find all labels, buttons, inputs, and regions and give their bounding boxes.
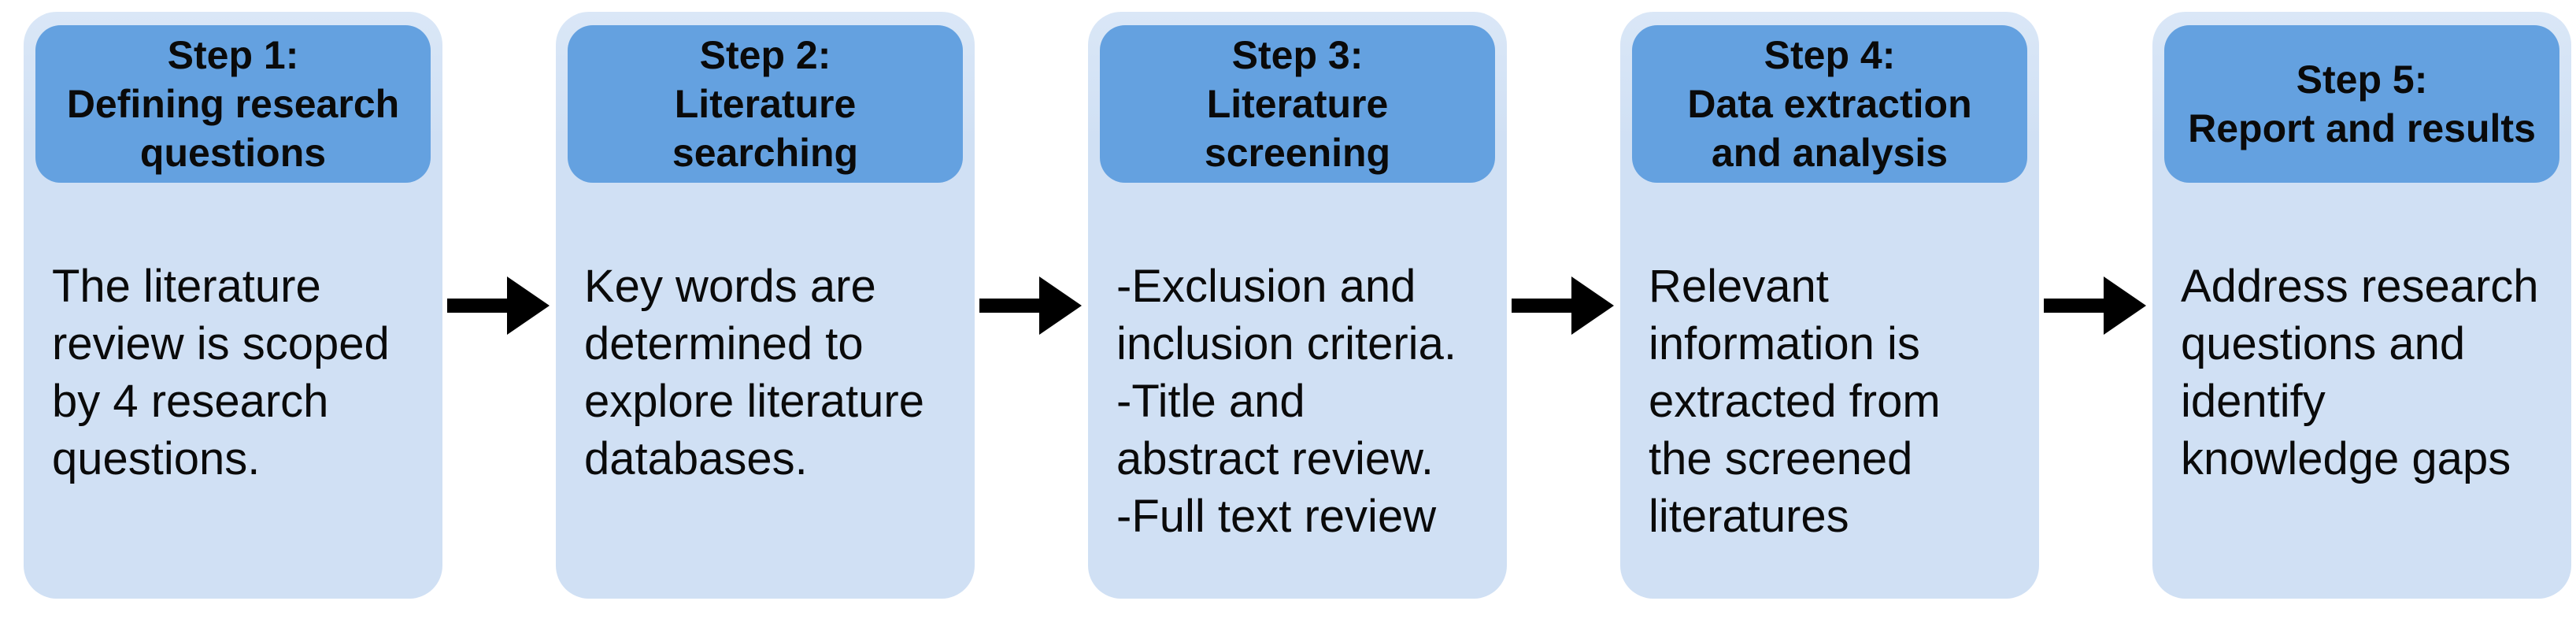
step-4-body-text: Relevant information is extracted from t… — [1649, 261, 1941, 542]
arrow-cell-3 — [1507, 12, 1620, 599]
step-box-2: Step 2: Literature searching Key words a… — [556, 12, 975, 599]
step-2-header-label: Step 2: Literature searching — [672, 33, 859, 175]
step-3-body-text: -Exclusion and inclusion criteria. -Titl… — [1116, 261, 1456, 542]
step-5-header: Step 5: Report and results — [2164, 25, 2559, 183]
arrow-right-icon — [447, 276, 550, 335]
step-box-4: Step 4: Data extraction and analysis Rel… — [1620, 12, 2039, 599]
step-box-3: Step 3: Literature screening -Exclusion … — [1088, 12, 1507, 599]
step-3-header: Step 3: Literature screening — [1100, 25, 1495, 183]
arrow-right-icon — [1512, 276, 1614, 335]
step-4-header-label: Step 4: Data extraction and analysis — [1687, 33, 1972, 175]
step-2-body-text: Key words are determined to explore lite… — [584, 261, 924, 484]
step-4-header: Step 4: Data extraction and analysis — [1632, 25, 2027, 183]
flow-diagram: Step 1: Defining research questions The … — [24, 12, 2571, 599]
step-2-header: Step 2: Literature searching — [568, 25, 963, 183]
step-1-header: Step 1: Defining research questions — [35, 25, 431, 183]
step-1-header-label: Step 1: Defining research questions — [66, 33, 400, 175]
step-5-header-label: Step 5: Report and results — [2188, 58, 2536, 150]
step-3-header-label: Step 3: Literature screening — [1204, 33, 1391, 175]
arrow-cell-1 — [442, 12, 556, 599]
arrow-right-icon — [2044, 276, 2146, 335]
step-box-1: Step 1: Defining research questions The … — [24, 12, 442, 599]
arrow-right-icon — [979, 276, 1082, 335]
step-1-body-text: The literature review is scoped by 4 res… — [52, 261, 390, 484]
arrow-cell-4 — [2039, 12, 2152, 599]
step-5-body-text: Address research questions and identify … — [2181, 261, 2539, 484]
step-box-5: Step 5: Report and results Address resea… — [2152, 12, 2571, 599]
arrow-cell-2 — [975, 12, 1088, 599]
